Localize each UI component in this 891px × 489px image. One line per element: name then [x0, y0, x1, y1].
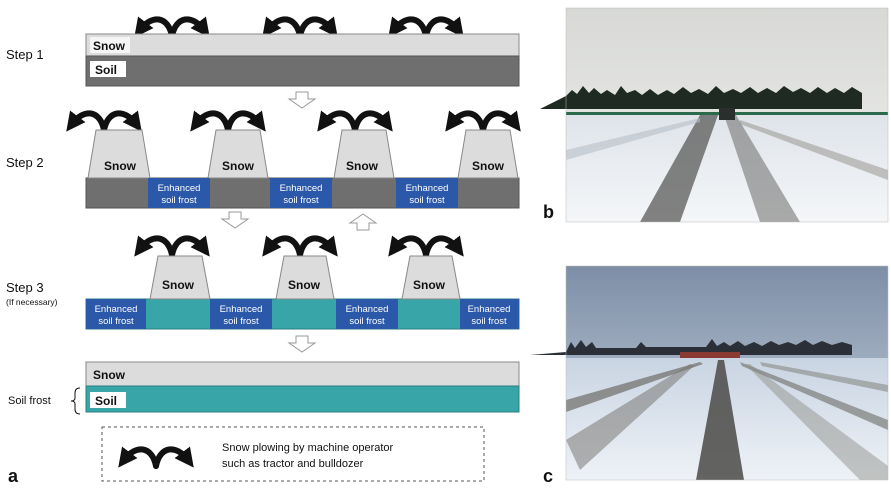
enhanced-frost-line2: soil frost [283, 195, 319, 206]
snow-pile [333, 129, 395, 179]
enhanced-frost-line1: Enhanced [346, 304, 389, 315]
step-3-label: Step 3 [6, 280, 44, 295]
enhanced-frost-line2: soil frost [471, 316, 507, 327]
plow-arrow [451, 113, 515, 130]
enhanced-frost-zone [336, 299, 398, 329]
soil-label: Soil [95, 394, 117, 408]
enhanced-frost-zone [86, 299, 146, 329]
snow-pile [207, 129, 269, 179]
enhanced-frost-line2: soil frost [409, 195, 445, 206]
down-arrow [287, 91, 317, 109]
enhanced-frost-line2: soil frost [223, 316, 259, 327]
enhanced-frost-line1: Enhanced [158, 183, 201, 194]
snow-layer [85, 33, 520, 57]
legend: Snow plowing by machine operator such as… [101, 426, 485, 482]
snow-label: Snow [222, 159, 255, 173]
panel-b-letter: b [543, 202, 554, 222]
plow-arrow [323, 113, 387, 130]
soil-label: Soil [95, 63, 117, 77]
enhanced-frost-zone [210, 299, 272, 329]
enhanced-frost-zone [148, 178, 210, 208]
panel-c-letter: c [543, 466, 553, 486]
soil-layer [85, 55, 520, 87]
snow-label: Snow [162, 278, 195, 292]
plow-arrow [394, 238, 458, 255]
step-1-label: Step 1 [6, 47, 44, 62]
panel-a-letter: a [8, 466, 19, 486]
final-state: Snow Soil Soil frost [8, 361, 520, 415]
snow-label: Snow [288, 278, 321, 292]
step-2: Step 2 Snow Snow Snow Snow Enhanced soil… [6, 113, 520, 209]
enhanced-frost-zone [270, 178, 332, 208]
legend-line1: Snow plowing by machine operator [222, 442, 394, 454]
up-arrow [348, 213, 378, 231]
enhanced-frost-line1: Enhanced [468, 304, 511, 315]
enhanced-frost-line1: Enhanced [95, 304, 138, 315]
enhanced-frost-line1: Enhanced [220, 304, 263, 315]
enhanced-frost-line2: soil frost [161, 195, 197, 206]
snow-label: Snow [346, 159, 379, 173]
enhanced-frost-line1: Enhanced [406, 183, 449, 194]
down-arrow [220, 211, 250, 229]
down-arrow [287, 335, 317, 353]
photo-c [530, 265, 889, 481]
snow-label: Snow [472, 159, 505, 173]
step-1: Step 1 Snow Soil [6, 19, 520, 87]
plow-arrow [140, 238, 204, 255]
snow-pile [457, 129, 519, 179]
snow-label: Snow [413, 278, 446, 292]
photo-b [540, 7, 889, 223]
enhanced-frost-line2: soil frost [349, 316, 385, 327]
snow-label: Snow [104, 159, 137, 173]
frozen-soil-layer [85, 298, 520, 330]
snow-label: Snow [93, 368, 126, 382]
frozen-soil-layer [85, 385, 520, 413]
snow-label: Snow [93, 39, 126, 53]
enhanced-frost-zone [460, 299, 519, 329]
legend-line2: such as tractor and bulldozer [222, 458, 364, 470]
plow-arrow [268, 238, 332, 255]
enhanced-frost-zone [396, 178, 458, 208]
soil-frost-label: Soil frost [8, 395, 51, 407]
enhanced-frost-line2: soil frost [98, 316, 134, 327]
plow-arrow [72, 113, 136, 130]
legend-box [101, 426, 485, 482]
step-3: Step 3 (If necessary) Snow Snow Snow Enh… [6, 238, 520, 330]
soil-frost-brace [70, 387, 81, 415]
snow-layer [85, 361, 520, 387]
plow-arrow [196, 113, 260, 130]
step-2-label: Step 2 [6, 155, 44, 170]
step-3-note: (If necessary) [6, 297, 58, 307]
enhanced-frost-line1: Enhanced [280, 183, 323, 194]
snow-pile [275, 255, 335, 300]
